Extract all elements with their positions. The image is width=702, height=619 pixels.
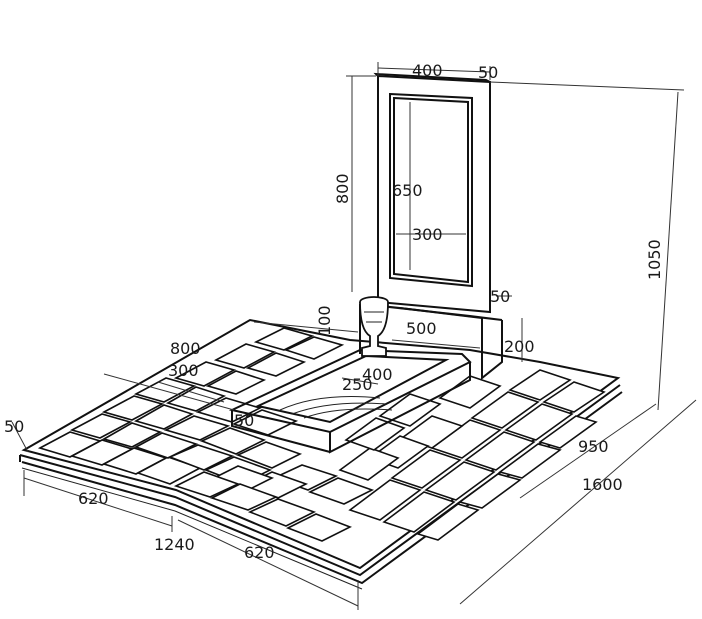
vase [359,296,389,357]
dimension-lines [11,62,697,610]
label-pedestal-height: 200 [504,337,535,356]
paving-left [37,327,375,542]
label-flower-bed-border: 50 [234,411,254,430]
label-stela-width: 400 [412,61,443,80]
label-pedestal-length: 500 [406,319,437,338]
label-base-border: 50 [4,417,24,436]
label-vase-height: 100 [315,305,334,336]
paving-right [338,369,606,541]
label-front-total: 1240 [154,535,195,554]
label-stela-thickness: 50 [478,63,498,82]
label-total-height: 1050 [645,239,664,280]
label-flower-bed-width: 400 [362,365,393,384]
stela [373,72,491,314]
label-platform-length: 1600 [582,475,623,494]
label-inner-frame-width: 300 [412,225,443,244]
label-platform-depth: 950 [578,437,609,456]
dimension-labels: 400 50 800 650 300 1050 50 500 200 800 1… [4,61,664,562]
label-pedestal-thickness: 50 [490,287,510,306]
label-flower-bed-800: 800 [170,339,201,358]
flower-bed [228,348,472,454]
label-front-right: 620 [244,543,275,562]
label-flower-bed-inner: 250 [342,375,373,394]
label-flower-bed-300: 300 [168,361,199,380]
label-front-left: 620 [78,489,109,508]
label-stela-height: 800 [333,173,352,204]
label-inner-frame-height: 650 [392,181,423,200]
